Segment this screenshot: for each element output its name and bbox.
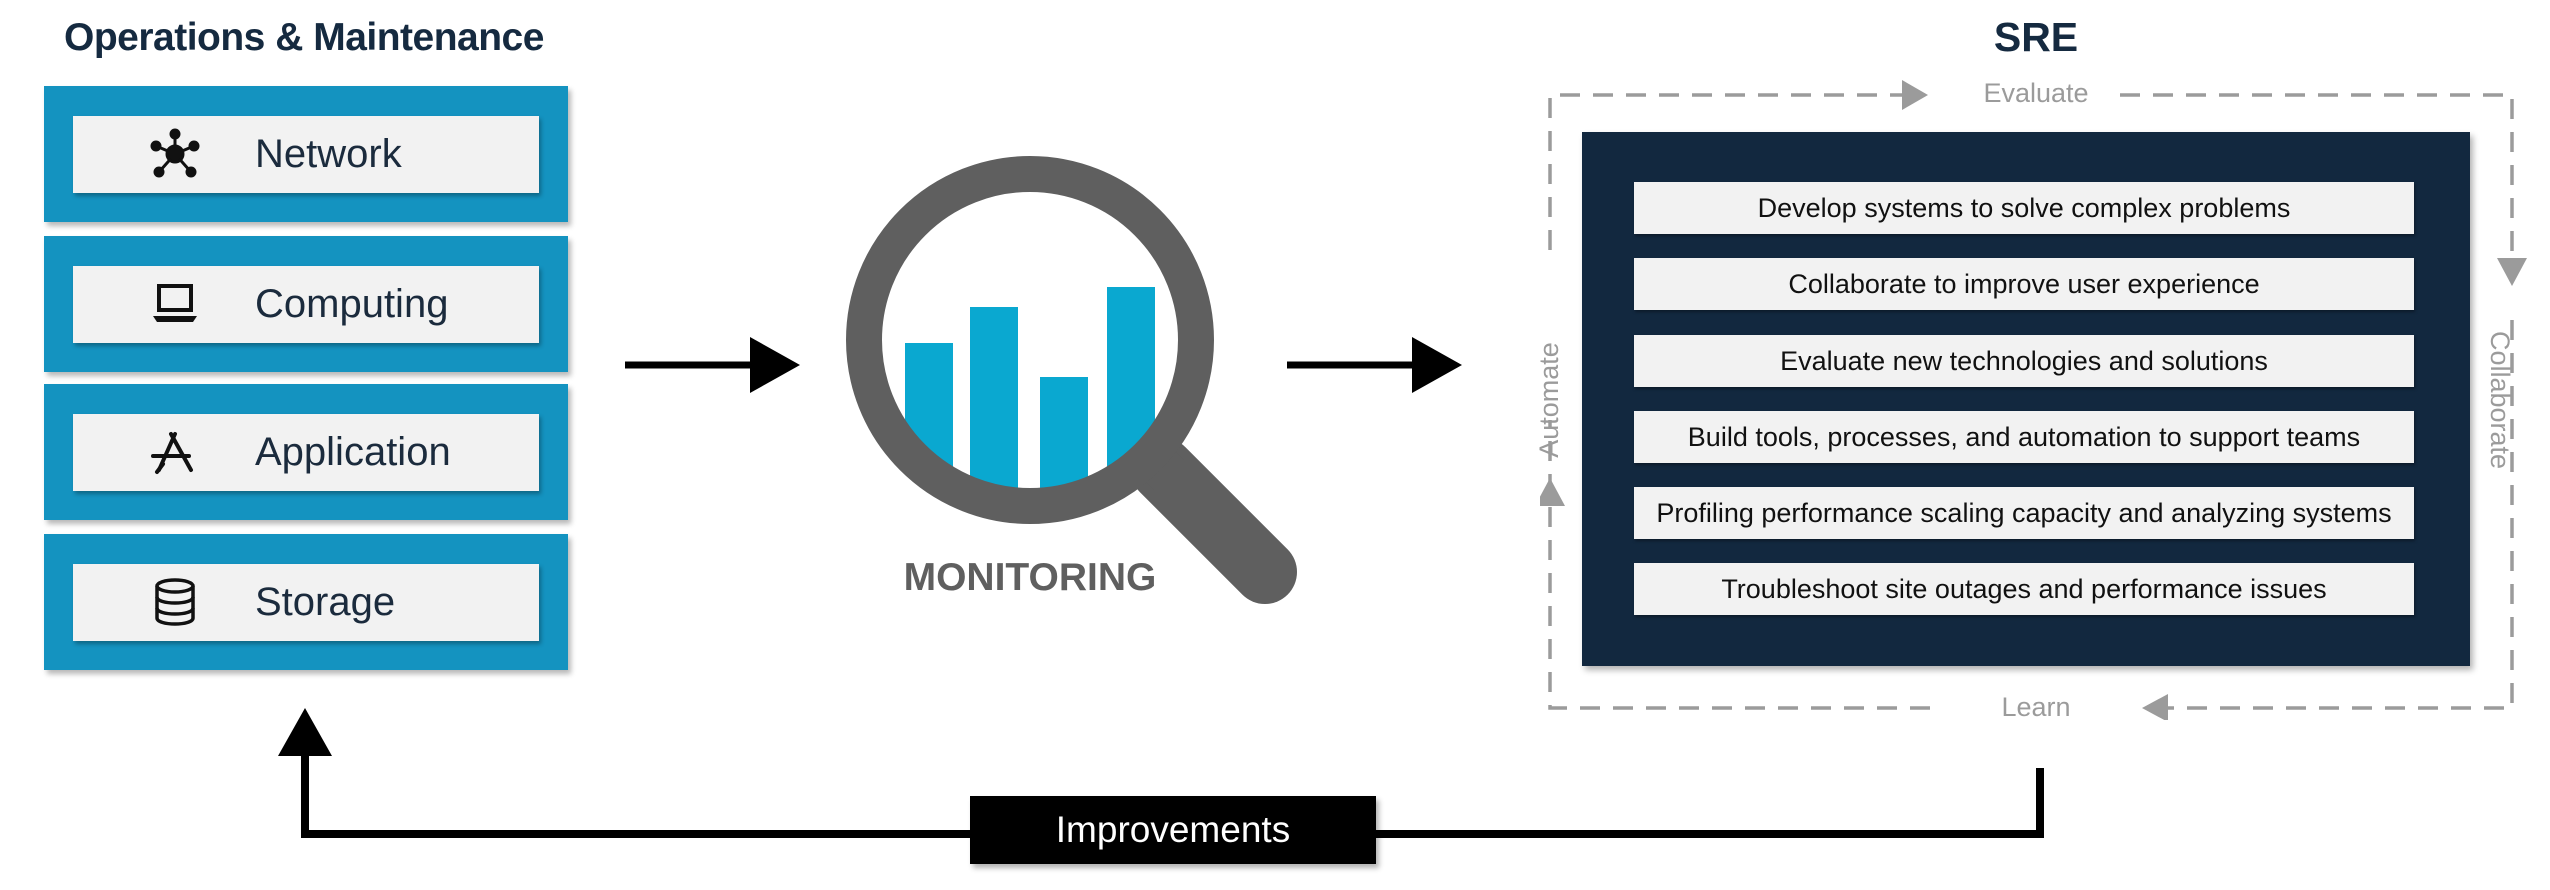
om-card: Computing — [73, 266, 539, 343]
network-icon — [150, 128, 200, 178]
app-store-icon — [151, 432, 193, 474]
sre-cycle-loop — [1540, 80, 2527, 720]
om-card: Application — [73, 414, 539, 491]
sre-panel: Develop systems to solve complex problem… — [1582, 132, 2470, 666]
om-tile-network: Network — [44, 86, 568, 222]
sre-item: Evaluate new technologies and solutions — [1634, 335, 2414, 387]
monitoring-label: MONITORING — [903, 556, 1157, 599]
om-label: Application — [255, 430, 451, 474]
cycle-label-collaborate: Collaborate — [2485, 330, 2515, 470]
om-card: Network — [73, 116, 539, 193]
arrow-right-icon — [1902, 80, 1928, 110]
operations-title: Operations & Maintenance — [64, 16, 544, 59]
sre-title: SRE — [1993, 14, 2079, 60]
magnifier-chart-icon — [846, 156, 1297, 604]
sre-item: Develop systems to solve complex problem… — [1634, 182, 2414, 234]
sre-item: Troubleshoot site outages and performanc… — [1634, 563, 2414, 615]
arrow-right-icon — [1287, 337, 1462, 393]
arrow-up-icon — [278, 708, 332, 756]
arrow-right-icon — [625, 337, 800, 393]
om-label: Computing — [255, 282, 449, 326]
cycle-label-learn: Learn — [2001, 692, 2071, 722]
laptop-icon — [153, 284, 197, 322]
sre-item: Profiling performance scaling capacity a… — [1634, 487, 2414, 539]
magnifier-ring — [846, 156, 1214, 524]
arrow-up-icon — [1540, 478, 1565, 506]
improvements-label: Improvements — [1055, 809, 1291, 850]
om-card: Storage — [73, 564, 539, 641]
database-icon — [155, 578, 195, 626]
om-label: Network — [255, 132, 402, 176]
cycle-label-automate: Automate — [1534, 342, 1564, 458]
chart-bar — [970, 307, 1018, 500]
om-tile-application: Application — [44, 384, 568, 520]
om-label: Storage — [255, 580, 396, 624]
arrow-left-icon — [2142, 694, 2168, 720]
om-tile-storage: Storage — [44, 534, 568, 670]
magnifier-handle — [1131, 438, 1297, 604]
cycle-label-evaluate: Evaluate — [1983, 78, 2089, 108]
arrow-down-icon — [2497, 258, 2527, 286]
improvements-box: Improvements — [970, 796, 1376, 864]
chart-bar — [1107, 287, 1155, 500]
sre-item: Build tools, processes, and automation t… — [1634, 411, 2414, 463]
sre-item: Collaborate to improve user experience — [1634, 258, 2414, 310]
om-tile-computing: Computing — [44, 236, 568, 372]
